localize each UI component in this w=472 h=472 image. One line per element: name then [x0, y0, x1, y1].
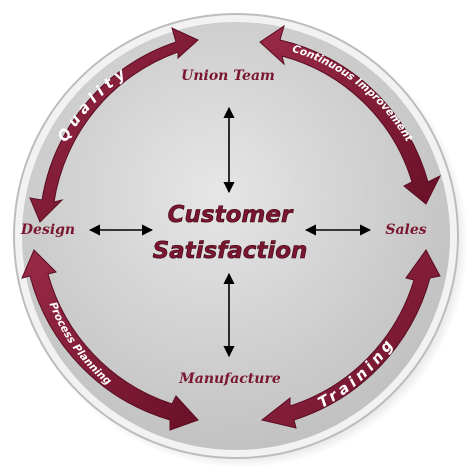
node-sales: Sales: [385, 222, 426, 238]
node-union-team: Union Team: [181, 68, 275, 84]
center-title-line2: Satisfaction: [153, 238, 308, 264]
node-manufacture: Manufacture: [178, 371, 281, 387]
disc: [22, 22, 450, 450]
node-design: Design: [20, 222, 75, 238]
center-title-line1: Customer: [168, 202, 294, 228]
